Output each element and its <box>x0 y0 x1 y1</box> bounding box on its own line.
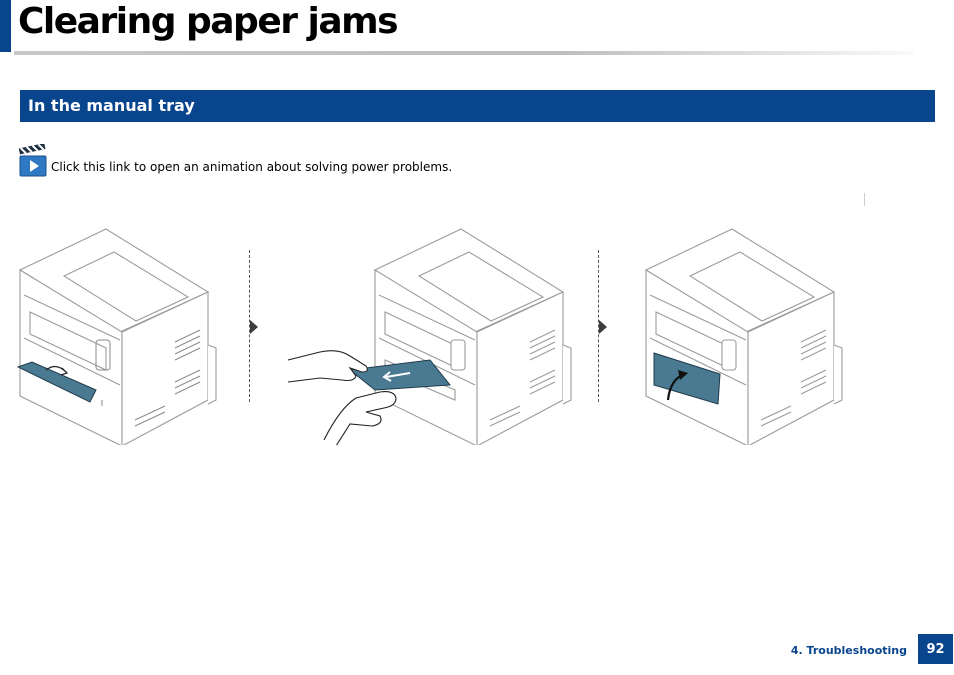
title-accent-bar <box>0 0 11 52</box>
section-title: In the manual tray <box>28 96 195 115</box>
step-arrow-icon <box>599 320 607 334</box>
margin-mark <box>864 193 865 206</box>
step-separator <box>249 250 250 402</box>
step-arrow-icon <box>250 320 258 334</box>
page-number: 92 <box>918 634 953 664</box>
section-header: In the manual tray <box>20 90 935 122</box>
title-divider <box>14 51 914 55</box>
step-separator <box>598 250 599 402</box>
footer-chapter: 4. Troubleshooting <box>790 644 907 657</box>
printer-close-tray-illustration <box>644 228 843 445</box>
animation-link[interactable]: Click this link to open an animation abo… <box>18 144 452 178</box>
procedure-steps <box>0 220 954 450</box>
animation-link-text[interactable]: Click this link to open an animation abo… <box>51 160 453 174</box>
page-title: Clearing paper jams <box>18 1 399 42</box>
video-clapper-icon[interactable] <box>18 144 48 178</box>
printer-manual-tray-open-illustration <box>16 228 217 445</box>
hands-pulling-jammed-paper-illustration <box>287 228 572 445</box>
